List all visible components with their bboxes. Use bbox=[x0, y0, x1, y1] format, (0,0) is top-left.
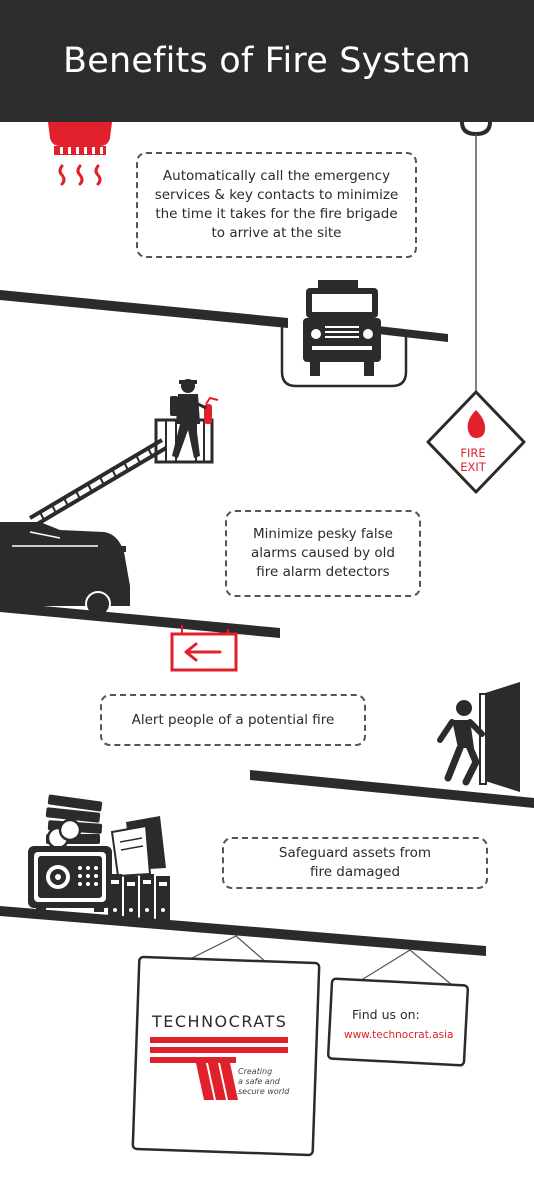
page-title: Benefits of Fire System bbox=[63, 41, 471, 81]
exit-arrow-sign-icon bbox=[170, 625, 238, 672]
benefit-text: Alert people of a potential fire bbox=[131, 711, 335, 728]
benefit-callout-assets: Safeguard assets from fire damaged bbox=[222, 837, 488, 889]
shelf-2 bbox=[0, 602, 280, 638]
fire-exit-sign-icon bbox=[426, 390, 526, 494]
technocrats-logo-icon bbox=[150, 1037, 288, 1100]
website-link[interactable]: www.technocrat.asia bbox=[344, 1029, 454, 1041]
safe-money-files-icon bbox=[28, 794, 170, 920]
brand-name: TECHNOCRATS bbox=[152, 1012, 288, 1031]
running-person-door-icon bbox=[437, 682, 520, 792]
fire-exit-hanger bbox=[460, 121, 492, 392]
benefit-text: Safeguard assets from fire damaged bbox=[278, 845, 432, 880]
benefit-callout-alert: Alert people of a potential fire bbox=[100, 694, 366, 746]
fire-truck-front-icon bbox=[303, 280, 381, 376]
brand-tagline: Creating a safe and secure world bbox=[238, 1067, 290, 1096]
header-banner: Benefits of Fire System bbox=[0, 0, 534, 122]
brand-sign-board bbox=[131, 955, 321, 1157]
contact-sign-board bbox=[326, 977, 470, 1067]
benefit-text: Minimize pesky false alarms caused by ol… bbox=[251, 526, 395, 580]
smoke-detector-icon bbox=[48, 122, 112, 186]
benefit-text: Automatically call the emergency service… bbox=[154, 168, 399, 241]
shelf-1 bbox=[0, 290, 448, 388]
find-us-label: Find us on: bbox=[352, 1007, 420, 1022]
benefit-callout-false-alarms: Minimize pesky false alarms caused by ol… bbox=[225, 510, 421, 597]
firefighter-ladder-icon bbox=[28, 379, 219, 528]
shelf-3 bbox=[250, 770, 534, 808]
fire-truck-side-icon bbox=[0, 522, 130, 617]
shelf-4 bbox=[0, 906, 486, 956]
fire-exit-label: FIRE EXIT bbox=[460, 446, 486, 474]
benefit-callout-emergency: Automatically call the emergency service… bbox=[136, 152, 417, 258]
